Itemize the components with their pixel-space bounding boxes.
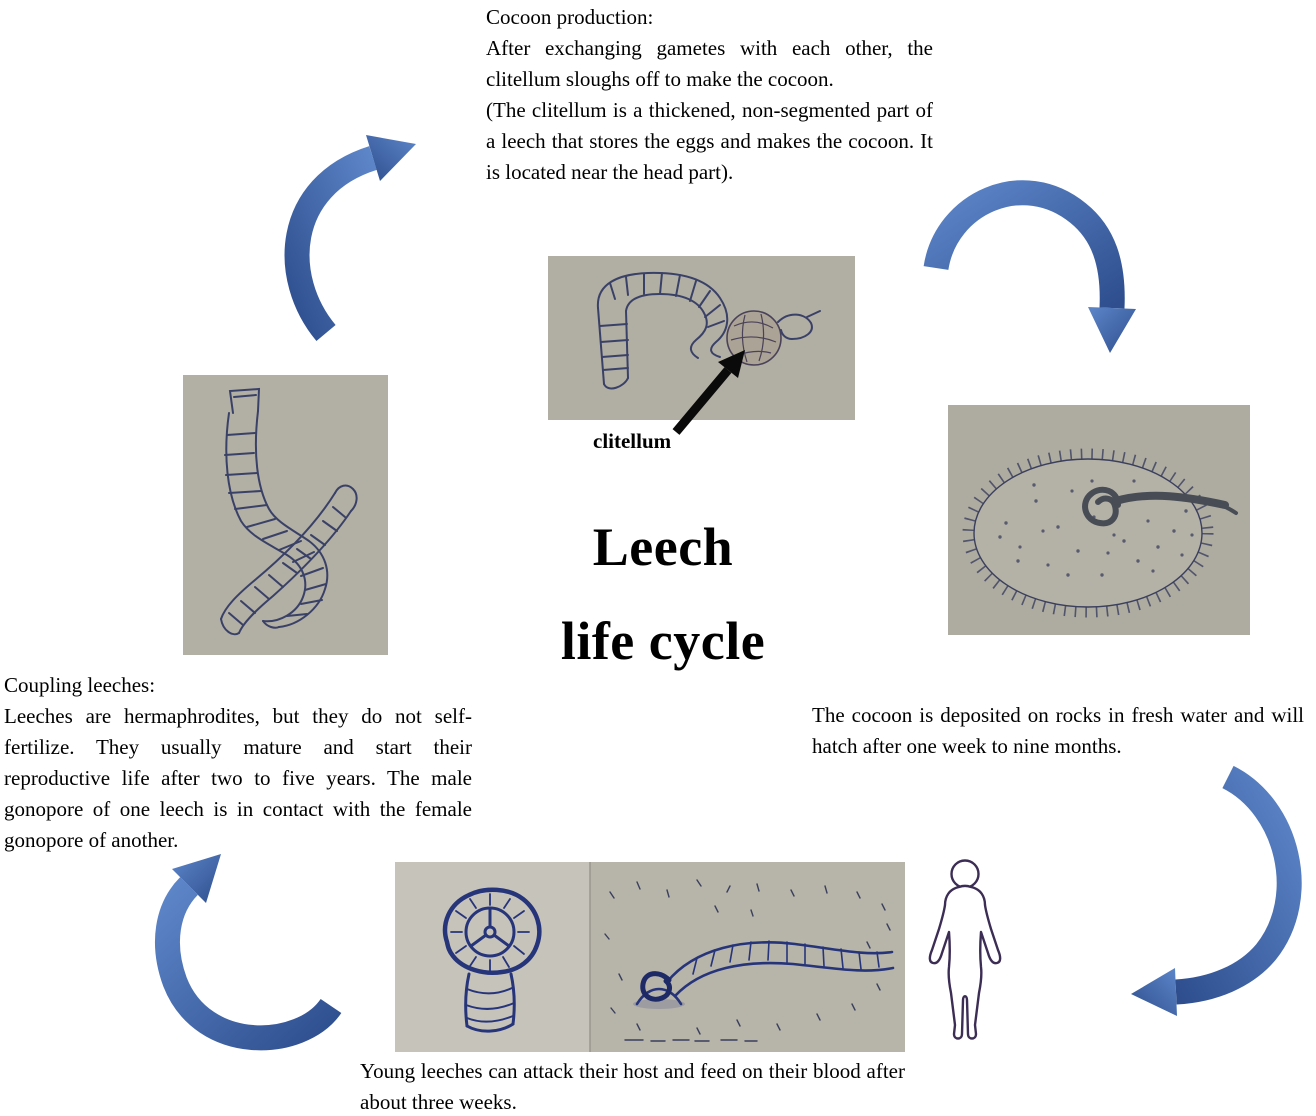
human-figure-icon (928, 859, 1002, 1040)
cocoon-production-note: (The clitellum is a thickened, non-segme… (486, 98, 933, 184)
cocoon-illustration (948, 405, 1250, 635)
cocoon-production-body: After exchanging gametes with each other… (486, 36, 933, 91)
young-leech-icon (395, 862, 905, 1052)
clitellum-leech-icon (548, 256, 855, 420)
young-leeches-body: Young leeches can attack their host and … (360, 1059, 905, 1114)
coupling-leeches-body: Leeches are hermaphrodites, but they do … (4, 704, 472, 852)
cocoon-production-heading: Cocoon production: (486, 5, 654, 29)
young-leech-illustration (395, 862, 905, 1052)
coupling-leeches-icon (183, 375, 388, 655)
cycle-arrow-bottom-right-icon (1131, 765, 1302, 1016)
title-line-1: Leech (592, 517, 734, 577)
clitellum-label: clitellum (593, 429, 672, 453)
cycle-arrow-top-left-icon (284, 135, 416, 342)
title-line-2: life cycle (560, 611, 766, 671)
clitellum-leech-illustration (548, 256, 855, 420)
clitellum-callout-arrow-icon (672, 350, 745, 435)
stage-text-coupling-leeches: Coupling leeches: Leeches are hermaphrod… (4, 670, 472, 856)
stage-text-young-leeches: Young leeches can attack their host and … (360, 1056, 905, 1116)
stage-text-cocoon-production: Cocoon production: After exchanging game… (486, 2, 933, 188)
page-title: Leech life cycle (463, 500, 863, 688)
coupling-leeches-illustration (183, 375, 388, 655)
cocoon-icon (948, 405, 1250, 635)
stage-text-cocoon-deposited: The cocoon is deposited on rocks in fres… (812, 700, 1304, 762)
coupling-leeches-heading: Coupling leeches: (4, 673, 156, 697)
cocoon-deposited-body: The cocoon is deposited on rocks in fres… (812, 703, 1304, 758)
cycle-arrow-bottom-left-icon (154, 854, 342, 1051)
cycle-arrow-top-right-icon (923, 180, 1136, 353)
